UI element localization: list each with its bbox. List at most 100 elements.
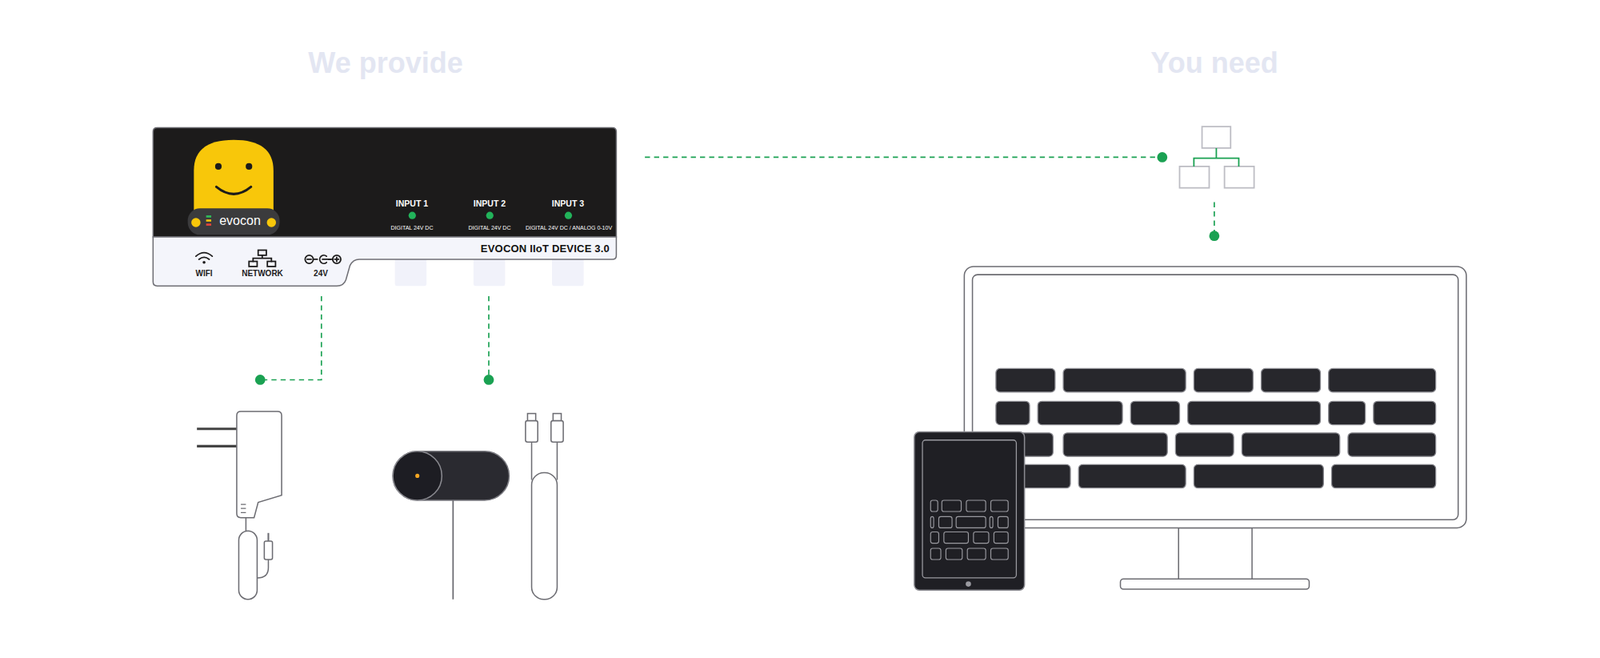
keyboard-key (1373, 400, 1436, 424)
sensor-face (392, 451, 442, 500)
input-led (486, 212, 494, 220)
sensor-body (392, 451, 509, 500)
keyboard-key (1348, 432, 1436, 456)
network-box (1202, 126, 1232, 148)
monitor-neck (1178, 527, 1252, 580)
input-label: INPUT 2 (473, 198, 506, 208)
monitor-base (1120, 578, 1310, 589)
logo-text: evocon (219, 213, 261, 228)
input-led (408, 212, 416, 220)
sensor-cable (452, 500, 454, 600)
keyboard-key (996, 368, 1056, 392)
tablet-key (930, 500, 938, 512)
network-icon (248, 261, 257, 267)
mascot-eye (215, 163, 222, 170)
tablet-screen (922, 440, 1016, 578)
connection-dot (484, 374, 495, 385)
logo-bar (206, 223, 212, 226)
port-label: NETWORK (241, 268, 284, 279)
tablet-key (945, 548, 962, 560)
keyboard-key (1193, 464, 1324, 488)
wifi-icon (202, 260, 206, 264)
device-bottom (152, 236, 616, 286)
monitor-screen (972, 274, 1459, 520)
connection-dot (255, 374, 266, 385)
sensor-led (415, 473, 420, 478)
usb-plug (551, 420, 564, 443)
tablet-key (930, 516, 934, 528)
tablet-key (991, 500, 1009, 512)
dashed-wire (644, 156, 1163, 159)
wifi-icon (196, 252, 212, 260)
tablet-key (941, 500, 961, 512)
keyboard-key (1078, 464, 1186, 488)
adapter-body (236, 411, 282, 518)
input-label: INPUT 1 (396, 198, 428, 208)
input-spec: DIGITAL 24V DC (391, 224, 434, 232)
device-name: EVOCON IIoT DEVICE 3.0 (480, 243, 610, 256)
network-box (1179, 166, 1209, 188)
tablet-key (956, 516, 986, 528)
input-spec: DIGITAL 24V DC (468, 224, 512, 232)
device-top (152, 127, 616, 236)
dc-jack (264, 540, 272, 560)
keyboard-key (996, 400, 1030, 424)
tablet-key (966, 500, 986, 512)
mascot-hand (267, 217, 276, 227)
keyboard-key (1332, 464, 1436, 488)
logo-bar (206, 219, 212, 222)
adapter-cable (238, 530, 257, 599)
keyboard-key (1175, 432, 1234, 456)
tablet-key (944, 532, 969, 544)
tablet-key (991, 548, 1009, 560)
mascot-smile (216, 186, 251, 194)
monitor-frame (964, 266, 1467, 528)
keyboard-key (1130, 400, 1180, 424)
tablet-body (914, 432, 1025, 591)
input-led (564, 212, 572, 220)
keyboard-key (1328, 368, 1436, 392)
network-icon (258, 250, 267, 256)
usb-cable (532, 440, 558, 480)
network-icon (252, 255, 272, 262)
polarity-icon (328, 256, 340, 261)
mascot-eye (245, 163, 252, 170)
network-box (1224, 166, 1255, 188)
tablet-key (930, 532, 939, 544)
illustration-group (152, 126, 1467, 600)
input-spec: DIGITAL 24V DC / ANALOG 0-10V (525, 224, 612, 232)
dashed-wire (260, 296, 322, 380)
keyboard-key (1328, 400, 1366, 424)
keyboard-key (1188, 400, 1321, 424)
tablet-key (997, 516, 1008, 528)
tablet-key (989, 516, 993, 528)
keyboard-key (1261, 368, 1321, 392)
keyboard-key (1241, 432, 1340, 456)
section-heading: You need (1150, 47, 1278, 80)
device-box: evocon INPUT 1 DIGITAL 24V DC INPUT 2 DIGITA… (152, 127, 616, 286)
connection-dot (1156, 152, 1168, 163)
usb-plug (525, 420, 538, 443)
usb-cable (532, 472, 558, 600)
port-label: WIFI (195, 268, 212, 279)
mascot-head (193, 140, 273, 213)
tablet-key (993, 532, 1008, 544)
dashed-wire (488, 296, 490, 380)
keyboard-key (1037, 400, 1123, 424)
tablet-key (967, 548, 986, 560)
tablet-key (938, 516, 952, 528)
plug-pin (196, 428, 237, 447)
tablet-button (965, 580, 972, 587)
mascot-band (188, 208, 280, 235)
section-heading: We provide (308, 47, 463, 80)
keyboard-key (1063, 432, 1168, 456)
keyboard-key (1193, 368, 1253, 392)
port-label: 24V (313, 268, 328, 279)
mascot-hand (191, 217, 200, 227)
input-label: INPUT 3 (552, 198, 584, 208)
dc-jack (267, 532, 269, 541)
network-icon (267, 261, 276, 267)
usb-plug (552, 413, 561, 421)
